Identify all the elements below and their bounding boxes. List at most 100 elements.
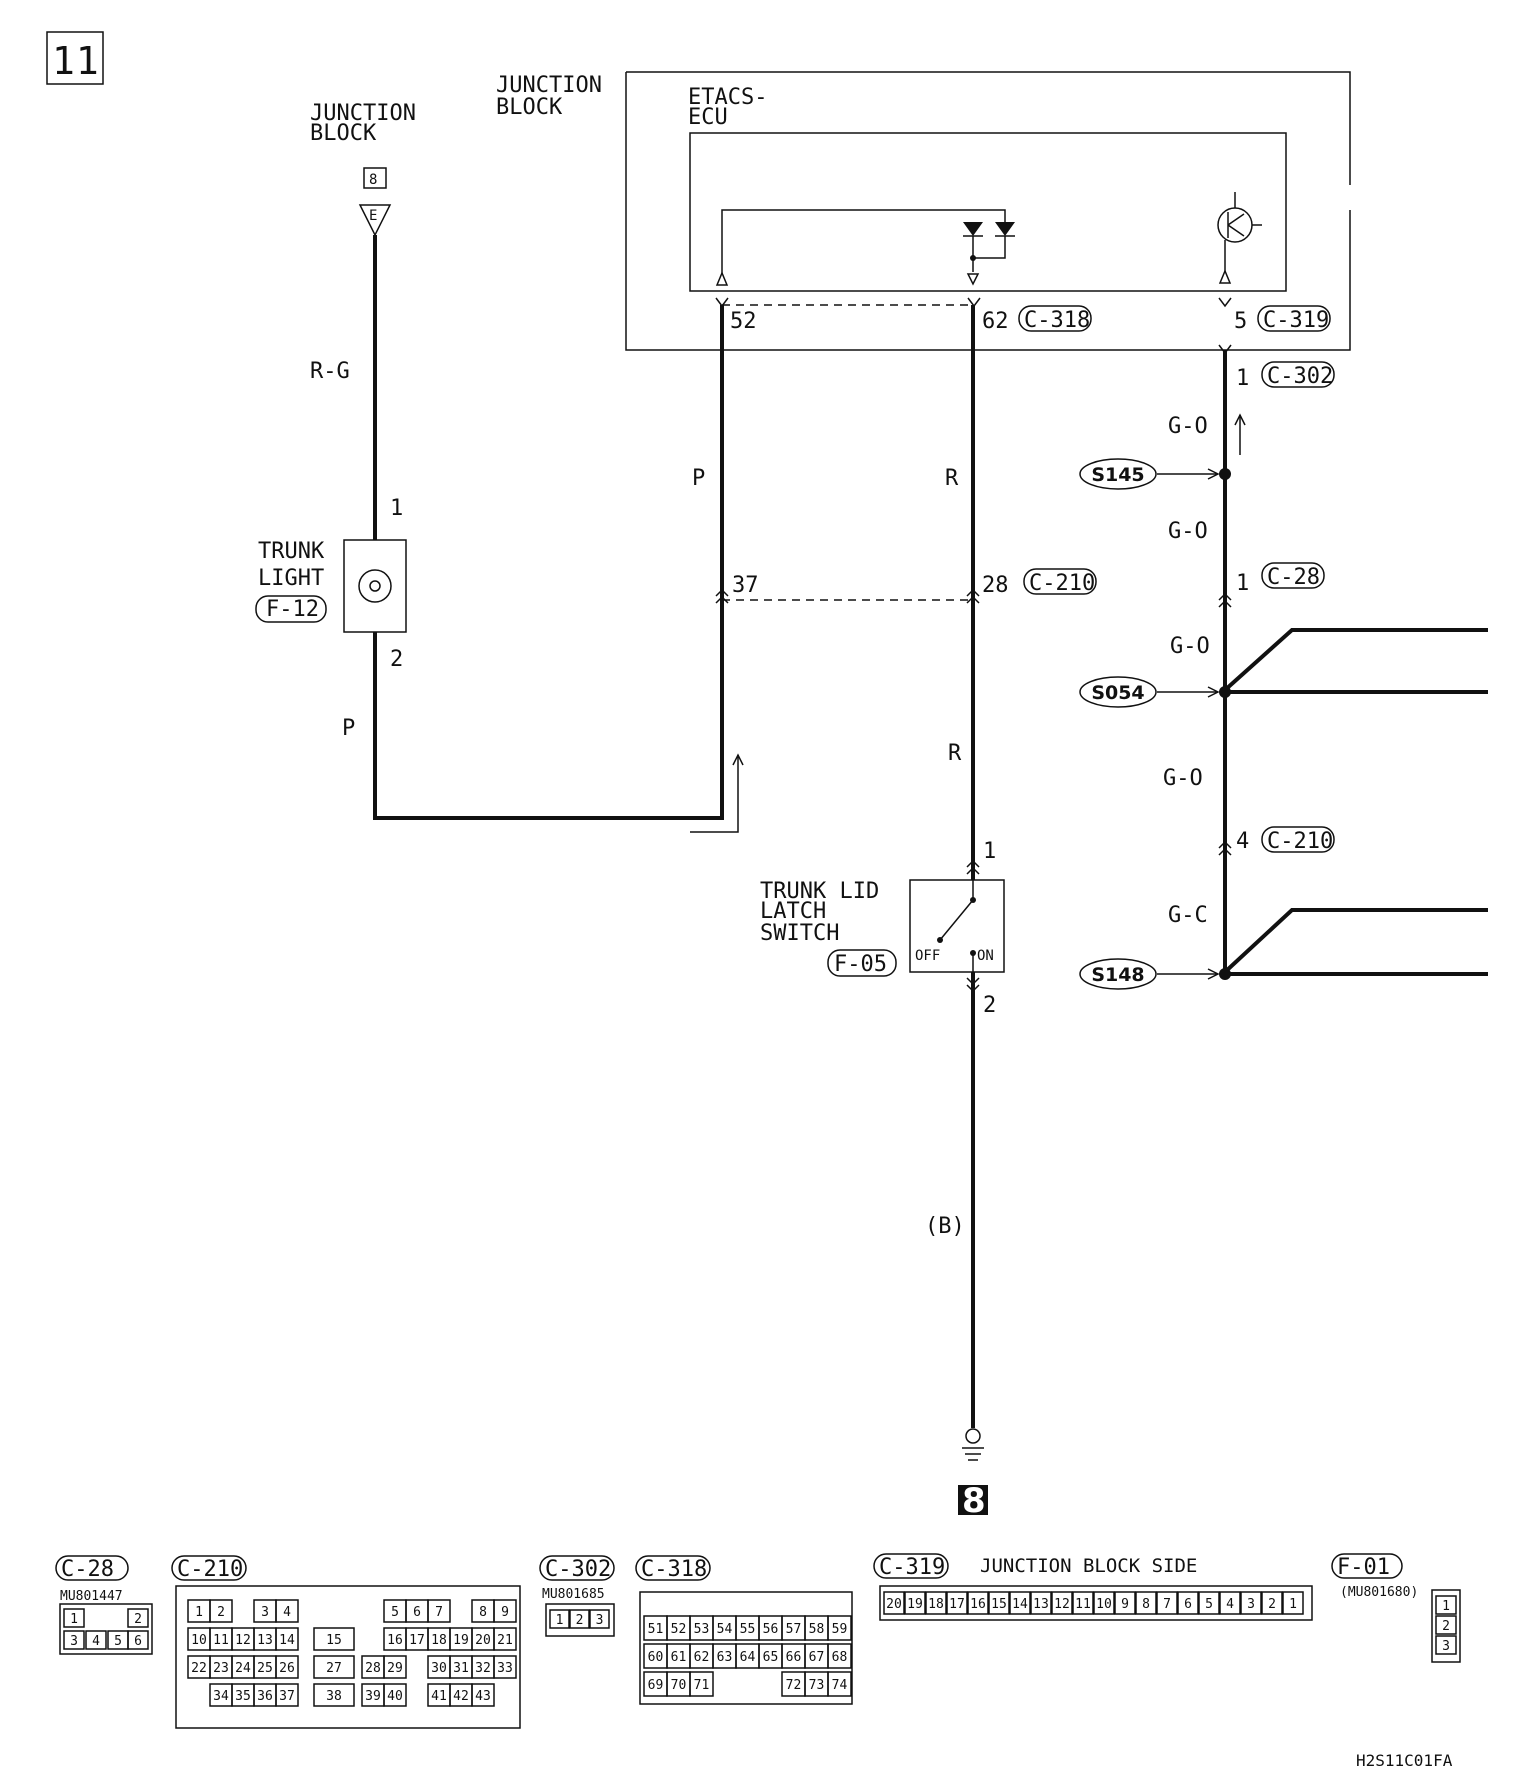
wire-color-rg: R-G [310,359,350,384]
c210b-oval [1261,826,1335,853]
c319-cell [1051,1591,1073,1615]
c210-pin-label: 23 [213,1661,229,1676]
junction-block-right-label-2: BLOCK [496,95,563,120]
c28-pin-label: 2 [134,1612,142,1627]
c302-inline: C-302 [1267,364,1333,389]
c210-pin-label: 28 [365,1661,381,1676]
c318-pin-label: 52 [671,1622,687,1637]
wire-p-loop [373,305,724,820]
etacs-ecu-label-2: ECU [688,105,728,130]
c319-pin-label: 19 [907,1597,923,1612]
f01-view-oval [1331,1553,1403,1579]
ground-number: 8 [962,1481,986,1521]
c319-cell [1009,1591,1031,1615]
junction-block-pin-symbol [358,204,392,237]
c319-cell [1114,1591,1136,1615]
f01-cell [1435,1595,1457,1615]
ground-ring [965,1428,981,1444]
f01-pin-label: 3 [1442,1639,1450,1654]
c210-pin-label: 9 [501,1605,509,1620]
s148-oval [1079,958,1157,990]
s054-dot [1219,686,1231,698]
transistor-leads [1227,192,1262,238]
c319-pin-label: 5 [1205,1597,1213,1612]
c28-pin-label: 5 [114,1634,122,1649]
wire-color-go-3: G-O [1170,634,1210,659]
c319-oval [1257,305,1331,332]
c210-pin-label: 19 [453,1633,469,1648]
c210-inline-chevrons [715,588,980,604]
c28-oval [1261,562,1325,589]
wire-continue-arrow [690,755,739,833]
c210-pin-label: 29 [387,1661,403,1676]
c318-pin-label: 53 [694,1622,710,1637]
s148-arrowhead-icon [1207,968,1220,980]
c319-cell [967,1591,989,1615]
s054-oval [1079,676,1157,708]
latch-pin-2: 2 [983,993,996,1018]
c319-pin-label: 14 [1012,1597,1028,1612]
c318-pin-label: 54 [717,1622,733,1637]
c318-pin-label: 67 [809,1650,825,1665]
f01-housing [1431,1589,1461,1663]
c210-cell [493,1599,517,1623]
trunk-light-filament-icon [369,580,381,592]
c210a-inline: C-210 [1029,571,1095,596]
etacs-ecu-box [689,132,1287,292]
s145-dot [1219,468,1231,480]
c319-cell [1135,1591,1157,1615]
c210-cell [209,1599,233,1623]
pin-62: 62 [982,309,1009,334]
c28-cell [85,1630,107,1650]
latch-pin-1: 1 [983,839,996,864]
trunk-light-label-2: LIGHT [258,566,324,591]
c210-pin-label: 14 [279,1633,295,1648]
s148-branches [1223,908,1488,976]
c319-view-name: C-319 [879,1555,945,1580]
pin-28: 28 [982,573,1009,598]
latch-label-1: TRUNK LID [760,879,879,904]
diode-1-icon [963,222,983,236]
c210-pin-label: 2 [217,1605,225,1620]
c210-cell [493,1627,517,1651]
c28-inline: C-28 [1267,565,1320,590]
c302-cell [569,1609,590,1629]
c319-pin-label: 3 [1247,1597,1255,1612]
c210-pin-label: 38 [326,1689,342,1704]
c210-pin-label: 34 [213,1689,229,1704]
c302-pin-label: 1 [556,1613,564,1628]
c318-pin-label: 58 [809,1622,825,1637]
wire-color-r1: R [945,466,959,491]
f01-cell [1435,1615,1457,1635]
c318-view-oval [635,1555,711,1581]
c319-cell [946,1591,968,1615]
c210-pin-label: 21 [497,1633,513,1648]
latch-contact-on [970,950,976,956]
go-arrow-icon [1234,413,1246,426]
c318-pin-label: 64 [740,1650,756,1665]
c318-pin-label: 66 [786,1650,802,1665]
c318-pin-label: 74 [832,1678,848,1693]
pin-37: 37 [732,573,759,598]
c210-cell [383,1683,407,1707]
c210-pin-label: 24 [235,1661,251,1676]
junction-block-terminal-box [363,167,387,189]
c318-cell [689,1671,714,1697]
trunk-light-connector: F-12 [266,597,319,622]
c319-cell [883,1591,905,1615]
c210-pin-label: 20 [475,1633,491,1648]
c319-pin-label: 16 [970,1597,986,1612]
c28-chevrons [1218,592,1232,608]
c319-cell [1156,1591,1178,1615]
c318-pin-label: 70 [671,1678,687,1693]
c210-pin-label: 17 [409,1633,425,1648]
c210-pin-label: 43 [475,1689,491,1704]
c319-cell [1261,1591,1283,1615]
wire-color-go-2: G-O [1168,519,1208,544]
ground-icon [962,1447,984,1461]
c210-cell [313,1655,355,1679]
c318-pin-label: 72 [786,1678,802,1693]
c319-pin-label: 9 [1121,1597,1129,1612]
wire-color-p-mid: P [692,466,705,491]
